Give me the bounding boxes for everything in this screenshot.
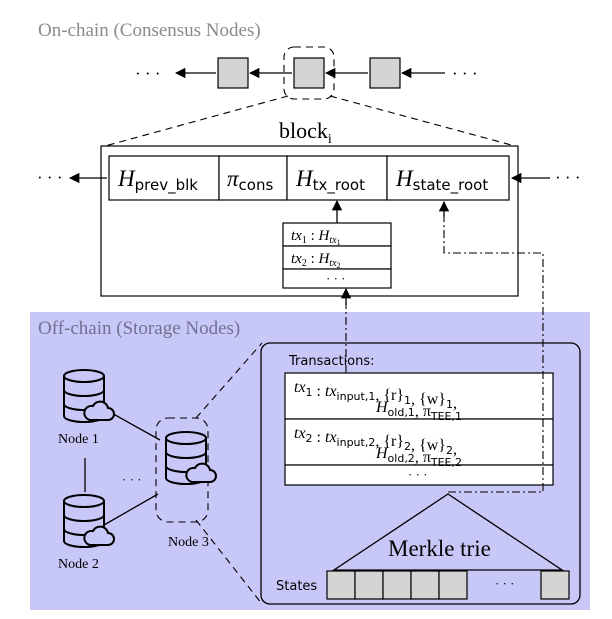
state-cell-last [540, 570, 570, 600]
storage-tx-row-1 [284, 372, 554, 420]
node3-cloud-icon [185, 462, 217, 483]
state-cell-3 [382, 570, 412, 600]
node3-label: Node 3 [168, 535, 209, 550]
chain-block-left [217, 57, 249, 89]
storage-tx-row-2 [284, 418, 554, 466]
node1-label: Node 1 [58, 432, 99, 447]
field-state-root [386, 155, 510, 201]
state-cell-1 [326, 570, 356, 600]
storage-tx-row-2-line2: Hold,2, πTEE,2 [375, 445, 462, 469]
link-node2-node3 [103, 493, 159, 526]
block-ellipsis-left: · · · [37, 168, 62, 187]
chain-block-current [293, 57, 325, 89]
node1-database-icon [62, 369, 115, 423]
node2-database-icon [62, 494, 115, 548]
zoom-line-left [104, 95, 289, 147]
states-ellipsis: · · · [495, 576, 515, 591]
storage-tx-row-2-line1: tx2 : txinput,2, {r}2, {w}2, [294, 425, 457, 458]
field-tx-root-text: Htx_root [295, 166, 365, 195]
states-label: States [276, 579, 317, 594]
chain-block-right [369, 57, 401, 89]
field-prev-blk-text: Hprev_blk [117, 166, 198, 195]
zoom-line-bottom [195, 519, 263, 605]
merkle-trie-triangle [331, 493, 565, 571]
block-tx-row-more [282, 268, 392, 289]
block-ellipsis-right: · · · [555, 168, 580, 187]
node2-label: Node 2 [58, 557, 99, 572]
block-tx-more-text: · · · [326, 271, 346, 286]
transactions-label: Transactions: [288, 354, 375, 369]
chain-ellipsis-right: · · · [452, 64, 477, 83]
state-cell-5 [438, 570, 468, 600]
storage-tx-row-1-line1: tx1 : txinput,1, {r}1, {w}1, [294, 379, 457, 412]
block-tx-row-1-text: tx1 : Htx1 [291, 228, 341, 247]
node3-database-icon [164, 431, 217, 485]
storage-tx-more-text: · · · [408, 467, 428, 482]
node-ellipsis: · · · [122, 472, 142, 487]
state-cell-2 [354, 570, 384, 600]
zoom-line-top [195, 342, 263, 419]
offchain-title: Off-chain (Storage Nodes) [38, 318, 240, 339]
merkle-trie-label: Merkle trie [388, 536, 491, 561]
field-prev-blk [108, 155, 220, 201]
field-cons-text: πcons [227, 166, 273, 194]
zoom-line-right [329, 95, 516, 147]
chain-ellipsis-left: · · · [135, 64, 160, 83]
node1-cloud-icon [83, 400, 115, 421]
storage-tx-row-more [284, 464, 554, 486]
block-tx-row-2-text: tx2 : Htx2 [291, 251, 341, 270]
storage-tx-row-1-line2: Hold,1, πTEE,1 [375, 399, 462, 423]
onchain-title: On-chain (Consensus Nodes) [38, 20, 261, 41]
block-label: blocki [279, 118, 332, 147]
node2-cloud-icon [83, 525, 115, 546]
field-state-root-text: Hstate_root [395, 166, 488, 195]
state-cell-4 [410, 570, 440, 600]
